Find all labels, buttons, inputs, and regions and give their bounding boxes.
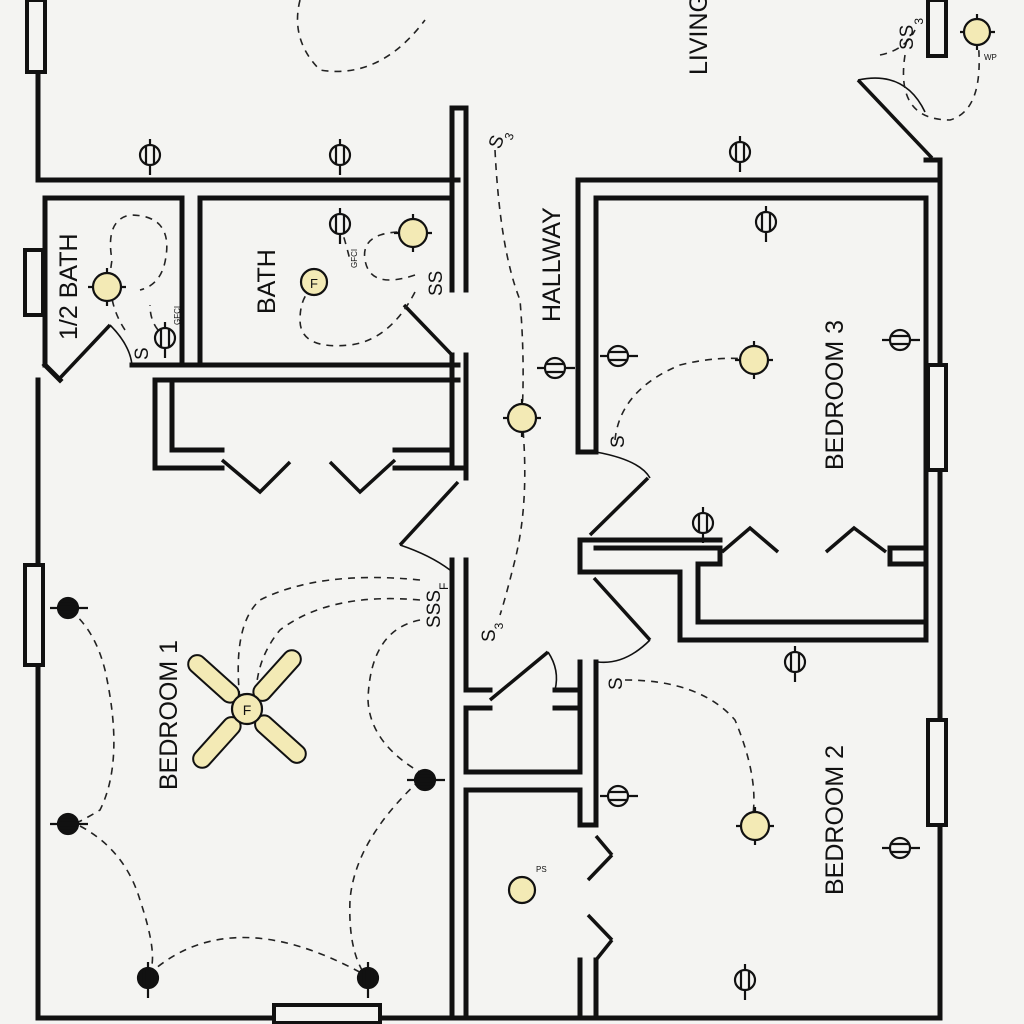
duplex-receptacle-icon <box>50 596 88 620</box>
room-label-bedroom2: BEDROOM 2 <box>821 745 849 895</box>
wp-label: WP <box>984 53 997 62</box>
switch-bath-ss: SS <box>426 271 447 296</box>
duplex-receptacle-icon <box>600 344 638 368</box>
switch-bedroom1-sss: SSSF <box>424 583 451 628</box>
room-label-hallway: HALLWAY <box>538 207 566 322</box>
duplex-receptacle-icon <box>728 136 752 172</box>
room-label-bedroom1: BEDROOM 1 <box>155 640 183 790</box>
duplex-receptacle-icon <box>328 139 352 175</box>
duplex-receptacle-icon <box>356 962 380 998</box>
bath-exhaust-fan: F <box>299 267 329 297</box>
duplex-receptacle-icon <box>882 836 920 860</box>
duplex-receptacle-icon <box>733 964 757 1000</box>
hallway-light <box>503 399 541 437</box>
duplex-receptacle-icon <box>328 208 352 244</box>
living-wp-light: WP <box>960 14 997 62</box>
duplex-receptacle-icon <box>50 812 88 836</box>
room-label-bedroom3: BEDROOM 3 <box>821 320 849 470</box>
half-bath-light <box>88 268 126 306</box>
gfci-label-bath: GFCI <box>350 249 359 268</box>
receptacles <box>50 136 920 1000</box>
switch-hall-s3-bottom: S3 <box>479 622 506 642</box>
switch-bedroom3-s: S <box>608 435 629 448</box>
ceiling-lights: WP PS <box>88 14 997 905</box>
bedroom3-light <box>735 341 773 379</box>
room-label-bath: BATH <box>253 249 281 314</box>
switch-half-bath-s: S <box>132 347 153 360</box>
duplex-receptacle-icon <box>783 646 807 682</box>
room-label-living: LIVING <box>685 0 713 75</box>
room-labels: LIVING 1/2 BATH BATH HALLWAY BEDROOM 1 B… <box>55 0 849 895</box>
switch-labels: SS3 S3 SS S S SSSF S3 S <box>132 18 926 690</box>
bath-vanity-light <box>394 214 432 252</box>
ps-label: PS <box>536 865 547 874</box>
duplex-receptacle-icon <box>153 322 177 358</box>
duplex-receptacle-icon <box>754 206 778 242</box>
duplex-receptacle-icon <box>407 768 445 792</box>
duplex-receptacle-icon <box>882 328 920 352</box>
switch-hall-s3-top: S3 <box>485 126 517 154</box>
windows <box>23 0 948 1024</box>
exterior-walls <box>35 0 943 1021</box>
switch-bedroom2-s: S <box>606 677 627 690</box>
ceiling-fan: F <box>187 649 307 769</box>
room-label-half-bath: 1/2 BATH <box>55 233 83 340</box>
doors <box>58 77 934 962</box>
circuit-wiring <box>69 0 980 976</box>
switch-living-ss: SS3 <box>897 18 926 50</box>
gfci-label-half-bath: GFCI <box>173 306 182 325</box>
closet-pull-switch-light: PS <box>507 865 547 905</box>
duplex-receptacle-icon <box>600 784 638 808</box>
interior-walls <box>41 105 943 1021</box>
duplex-receptacle-icon <box>691 507 715 543</box>
bath-fan-label: F <box>310 276 318 291</box>
fan-label: F <box>243 702 252 718</box>
duplex-receptacle-icon <box>138 139 162 175</box>
bedroom2-light <box>736 807 774 845</box>
duplex-receptacle-icon <box>136 962 160 998</box>
duplex-receptacle-icon <box>537 356 575 380</box>
